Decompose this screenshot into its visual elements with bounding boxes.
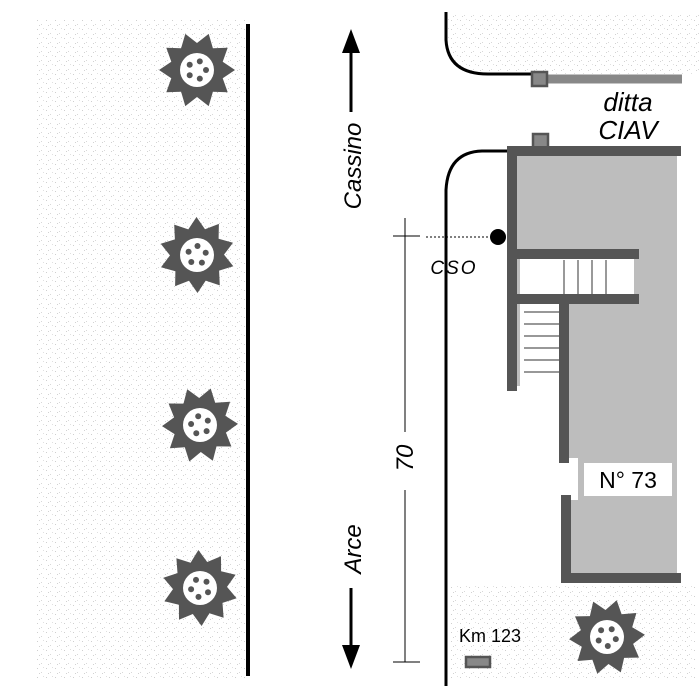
point-marker-icon xyxy=(490,229,506,245)
post-marker-icon xyxy=(464,655,492,669)
building xyxy=(507,146,681,583)
stair-steps-lower xyxy=(524,311,560,373)
arrow-up-icon xyxy=(342,29,360,53)
arrow-down-icon xyxy=(342,645,360,669)
stair-landing xyxy=(520,254,634,300)
fence-post-top xyxy=(530,70,549,88)
right-road-edge-top xyxy=(444,12,532,76)
distance-label: 70 xyxy=(392,444,419,471)
building-walls xyxy=(507,146,681,583)
tree-icon xyxy=(160,217,234,293)
dimension-line xyxy=(393,218,498,663)
tree-icon xyxy=(162,388,238,462)
company-label-line2: CIAV xyxy=(598,115,660,145)
top-right-ground xyxy=(448,14,700,74)
station-code-label: CSO xyxy=(430,258,477,279)
trees xyxy=(159,33,645,674)
fence-post-building xyxy=(531,132,550,150)
stair-steps-upper xyxy=(563,260,607,294)
tree-icon xyxy=(163,550,237,626)
house-number-box xyxy=(584,463,672,496)
company-label-line1: ditta xyxy=(603,87,652,117)
kilometer-marker-label: Km 123 xyxy=(459,626,521,646)
right-road-edge xyxy=(444,149,510,686)
direction-south-label: Arce xyxy=(340,524,367,575)
direction-north-label: Cassino xyxy=(340,123,367,210)
house-number-label: N° 73 xyxy=(599,467,657,493)
tree-icon xyxy=(159,33,235,107)
tree-icon xyxy=(569,600,645,674)
direction-arrows xyxy=(342,29,360,669)
